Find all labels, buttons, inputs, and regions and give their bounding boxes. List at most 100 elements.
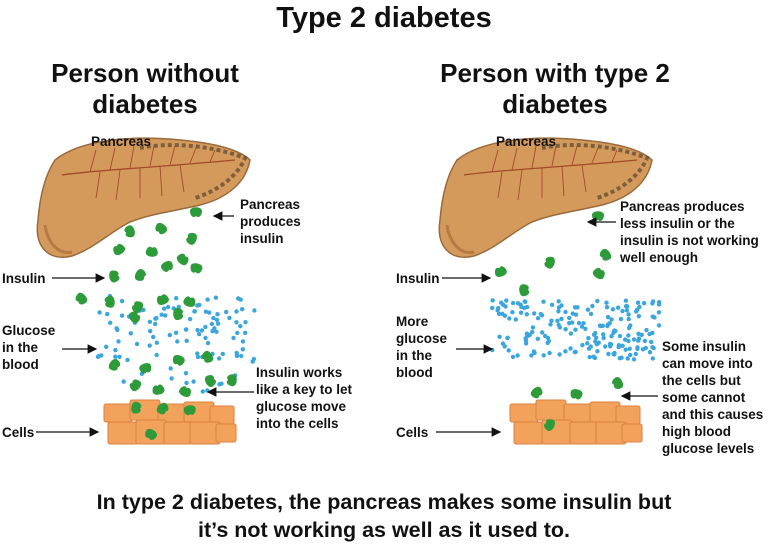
glucose-dot: [116, 339, 121, 344]
glucose-dot: [167, 332, 172, 338]
glucose-dot: [588, 311, 594, 317]
glucose-dot: [530, 329, 535, 335]
glucose-dot: [563, 349, 568, 354]
glucose-dot: [519, 304, 524, 310]
glucose-dot: [507, 316, 512, 321]
glucose-dot: [147, 343, 152, 348]
glucose-dot: [159, 312, 164, 317]
glucose-dot: [168, 366, 173, 371]
insulin-molecule: [183, 296, 196, 307]
glucose-dot: [113, 347, 118, 353]
glucose-dot: [573, 312, 579, 317]
glucose-dot: [215, 312, 220, 317]
insulin-molecule: [201, 350, 214, 363]
glucose-dot: [603, 344, 608, 349]
right-cells-label: Cells: [396, 425, 429, 440]
left-cells: [103, 399, 237, 445]
glucose-dot: [184, 380, 189, 386]
glucose-dot: [586, 346, 592, 351]
glucose-dot: [153, 316, 158, 321]
glucose-dot: [642, 338, 648, 344]
glucose-dot: [203, 335, 208, 341]
glucose-dot: [631, 357, 637, 362]
insulin-molecule: [129, 379, 142, 392]
glucose-dot: [192, 309, 197, 314]
glucose-dot: [569, 320, 575, 325]
left-glucose-label: Glucose in the blood: [2, 323, 56, 372]
glucose-dot: [541, 299, 546, 304]
insulin-molecule: [179, 386, 191, 398]
glucose-dot: [597, 323, 603, 328]
glucose-dot: [515, 301, 521, 306]
glucose-dot: [656, 310, 662, 315]
glucose-dot: [532, 311, 537, 316]
insulin-molecule: [104, 295, 115, 308]
glucose-dot: [154, 352, 159, 358]
glucose-dot: [607, 321, 612, 326]
glucose-dot: [214, 317, 220, 323]
insulin-molecule: [156, 402, 169, 415]
glucose-dot: [99, 353, 104, 358]
right-panel-heading: Person with type 2 diabetes: [440, 58, 670, 119]
glucose-dot: [243, 330, 248, 335]
glucose-dot: [524, 304, 530, 310]
glucose-dot: [559, 316, 564, 322]
glucose-dot: [590, 303, 595, 309]
glucose-dot: [199, 328, 205, 333]
left-pancreas-label: Pancreas: [91, 134, 152, 149]
glucose-dot: [105, 311, 110, 317]
glucose-dot: [652, 315, 657, 320]
glucose-dot: [148, 328, 153, 334]
glucose-dot: [545, 340, 550, 346]
footer-line-2: it’s not working as well as it used to.: [198, 518, 570, 542]
glucose-dot: [626, 312, 631, 317]
glucose-dot: [497, 334, 502, 339]
glucose-dot: [227, 315, 232, 321]
glucose-dot: [548, 322, 553, 327]
glucose-dot: [641, 301, 647, 306]
glucose-dot: [234, 350, 239, 356]
glucose-dot: [635, 307, 640, 312]
glucose-dot: [238, 324, 243, 329]
glucose-dot: [541, 353, 546, 358]
glucose-dot: [113, 354, 118, 359]
glucose-dot: [556, 309, 561, 314]
insulin-molecule: [131, 301, 144, 314]
glucose-dot: [183, 371, 189, 376]
glucose-dot: [197, 302, 202, 308]
glucose-dot: [593, 339, 598, 344]
insulin-molecule: [494, 266, 507, 277]
insulin-molecule: [186, 232, 197, 245]
glucose-dot: [200, 389, 205, 394]
glucose-dot: [650, 356, 655, 361]
glucose-dot: [555, 318, 560, 323]
insulin-molecule: [156, 294, 169, 305]
glucose-dot: [518, 310, 524, 315]
glucose-dot: [545, 335, 551, 341]
glucose-dot: [610, 307, 616, 312]
glucose-dot: [108, 320, 113, 325]
right-glucose-label: More glucose in the blood: [396, 314, 448, 380]
glucose-dot: [196, 331, 202, 337]
glucose-dot: [592, 355, 598, 361]
glucose-dot: [626, 316, 631, 322]
glucose-dot: [656, 300, 662, 305]
glucose-dot: [535, 336, 540, 341]
glucose-dot: [636, 336, 642, 341]
glucose-dot: [649, 339, 654, 345]
glucose-dot: [616, 344, 621, 350]
glucose-dot: [165, 304, 171, 310]
glucose-dot: [207, 310, 212, 315]
glucose-dot: [243, 320, 248, 325]
glucose-dot: [595, 349, 600, 354]
glucose-dot: [490, 298, 495, 303]
glucose-dot: [547, 350, 552, 356]
glucose-dot: [608, 344, 613, 349]
insulin-molecule: [519, 284, 530, 297]
glucose-dot: [147, 319, 153, 324]
glucose-dot: [573, 327, 578, 332]
glucose-dot: [568, 331, 574, 336]
left-pancreas: [36, 137, 251, 258]
glucose-dot: [184, 338, 189, 343]
glucose-dot: [239, 353, 244, 359]
